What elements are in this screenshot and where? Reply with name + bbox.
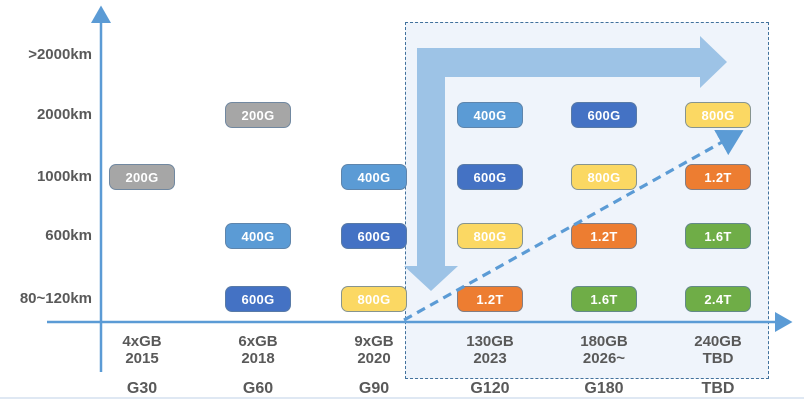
- column-year-label: 2020: [357, 350, 391, 367]
- capacity-badge: 1.2T: [457, 286, 523, 312]
- capacity-badge: 1.6T: [685, 223, 751, 249]
- capacity-badge: 1.2T: [571, 223, 637, 249]
- capacity-badge: 600G: [457, 164, 523, 190]
- column-rate-label: 240GB: [694, 333, 742, 350]
- capacity-badge: 800G: [685, 102, 751, 128]
- column-rate-label: 130GB: [466, 333, 514, 350]
- column-rate-label: 180GB: [580, 333, 628, 350]
- y-axis-label: 1000km: [36, 168, 92, 185]
- column-year-label: 2018: [241, 350, 275, 367]
- generation-label: G180: [584, 380, 624, 397]
- y-axis-label: 600km: [45, 227, 92, 244]
- capacity-badge: 400G: [341, 164, 407, 190]
- column-year-label: 2026~: [582, 350, 626, 367]
- column-rate-label: 9xGB: [354, 333, 394, 350]
- capacity-badge: 600G: [225, 286, 291, 312]
- capacity-badge: 800G: [571, 164, 637, 190]
- bottom-divider-line: [0, 397, 804, 399]
- column-year-label: 2023: [473, 350, 507, 367]
- y-axis-label: 80~120km: [19, 290, 92, 307]
- column-year-label: 2015: [125, 350, 159, 367]
- column-year-label: TBD: [702, 350, 734, 367]
- generation-label: G90: [358, 380, 390, 397]
- capacity-badge: 200G: [109, 164, 175, 190]
- generation-label: G60: [242, 380, 274, 397]
- capacity-badge: 1.6T: [571, 286, 637, 312]
- column-rate-label: 6xGB: [238, 333, 278, 350]
- generation-label: TBD: [701, 380, 735, 397]
- y-axis-label: 2000km: [36, 106, 92, 123]
- capacity-badge: 400G: [225, 223, 291, 249]
- capacity-badge: 800G: [341, 286, 407, 312]
- capacity-badge: 200G: [225, 102, 291, 128]
- capacity-badge: 600G: [341, 223, 407, 249]
- y-axis-label: >2000km: [28, 46, 92, 63]
- capacity-badge: 800G: [457, 223, 523, 249]
- generation-label: G30: [126, 380, 158, 397]
- capacity-badge: 400G: [457, 102, 523, 128]
- capacity-badge: 600G: [571, 102, 637, 128]
- capacity-badge: 1.2T: [685, 164, 751, 190]
- column-rate-label: 4xGB: [122, 333, 162, 350]
- capacity-badge: 2.4T: [685, 286, 751, 312]
- generation-label: G120: [470, 380, 510, 397]
